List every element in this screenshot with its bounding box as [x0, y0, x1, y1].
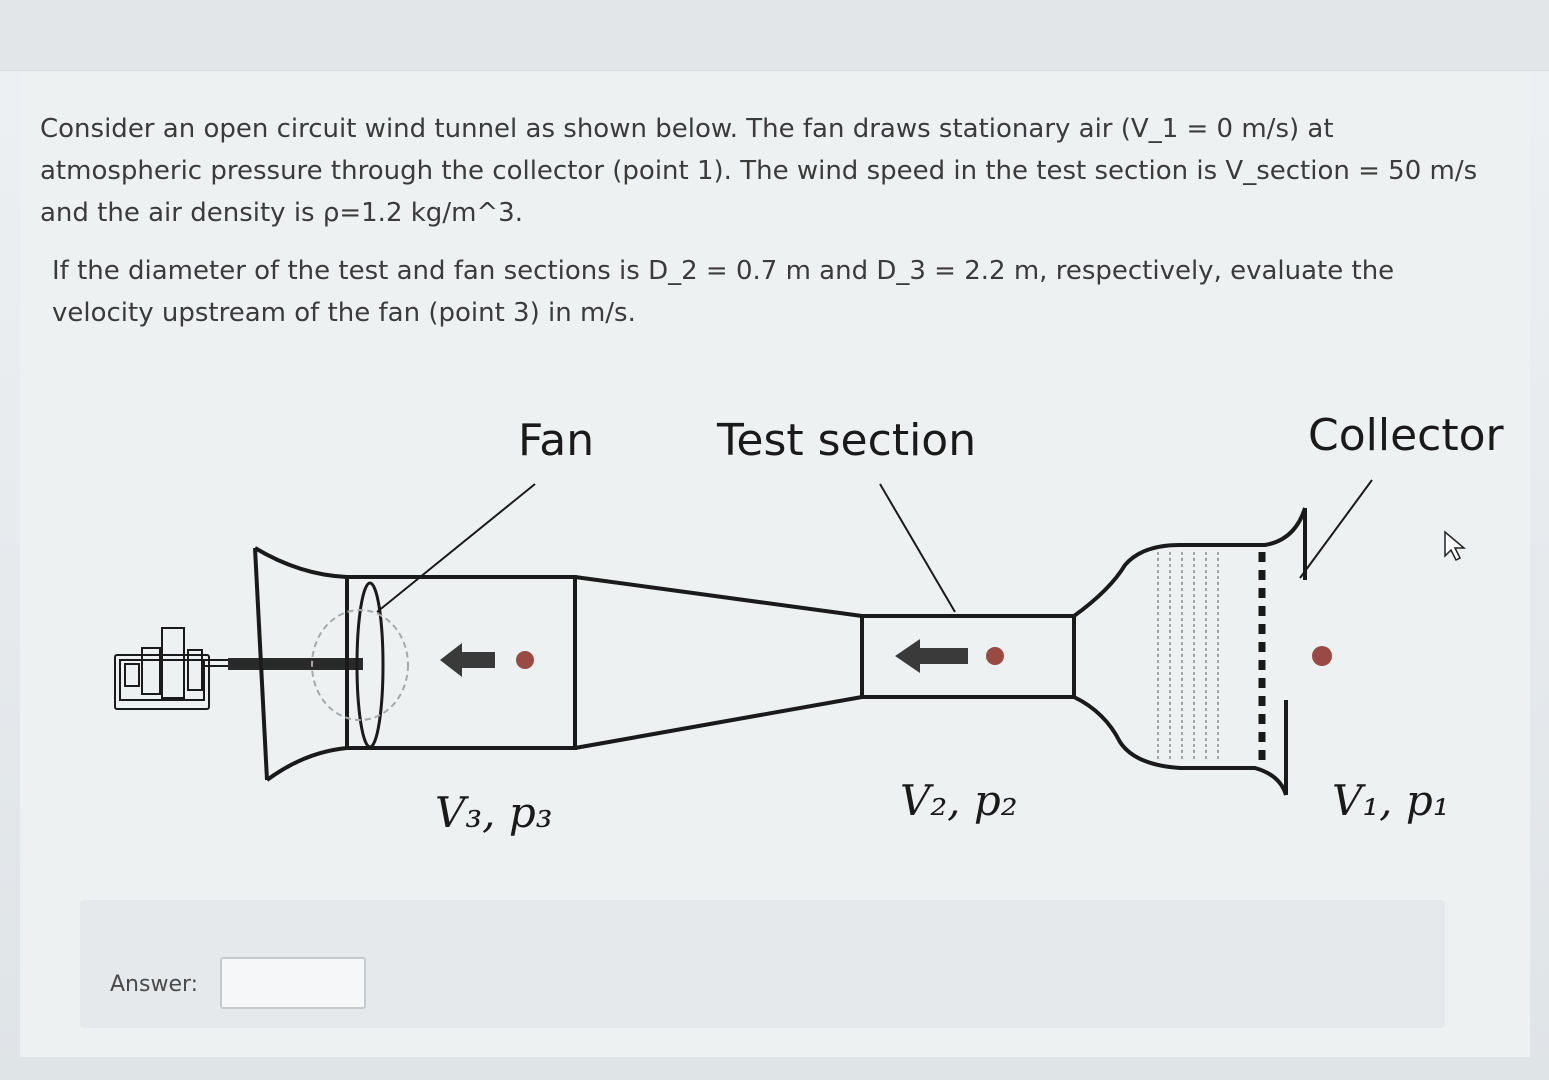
fan-section [345, 575, 577, 750]
mouse-cursor-icon [1444, 530, 1467, 562]
flow-arrow-point2 [895, 639, 968, 673]
collector-label: Collector [1308, 410, 1505, 461]
motor-icon [114, 627, 228, 710]
collector-contraction [1072, 507, 1307, 796]
fan-diffuser [253, 546, 348, 782]
point3-dot [516, 651, 534, 669]
point1-dot [1312, 646, 1332, 666]
answer-label: Answer: [110, 972, 199, 997]
question-prompt: If the diameter of the test and fan sect… [52, 256, 1395, 328]
test-section [860, 614, 1076, 699]
wind-tunnel-diagram: Fan Test section Collector [114, 410, 1505, 837]
test-section-label: Test section [716, 415, 976, 466]
fan-blade-icon [311, 581, 409, 749]
point3-label: V₃, p₃ [435, 788, 553, 837]
test-section-leader-line [879, 483, 956, 613]
fan-leader-line [376, 483, 536, 613]
question-card [20, 72, 1530, 1057]
fan-shaft [228, 658, 363, 670]
point2-label: V₂, p₂ [900, 776, 1018, 825]
diffuser-section [574, 575, 863, 750]
answer-input[interactable] [220, 957, 366, 1009]
question-text: Consider an open circuit wind tunnel as … [40, 114, 1478, 228]
top-band [0, 0, 1549, 71]
point2-dot [986, 647, 1004, 665]
flow-arrow-point3 [440, 643, 495, 677]
fan-label: Fan [518, 415, 594, 466]
point1-label: V₁, p₁ [1332, 776, 1450, 825]
honeycomb-screen [1157, 552, 1219, 762]
collector-leader-line [1299, 479, 1373, 579]
